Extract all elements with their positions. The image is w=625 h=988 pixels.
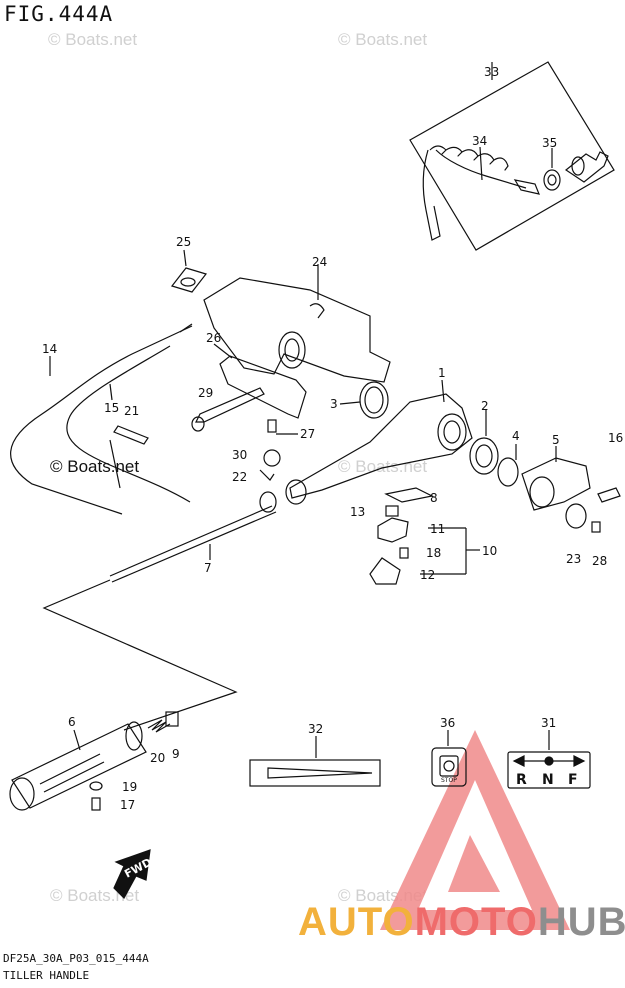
callout-label: 28 [592,554,607,568]
callout-label: 35 [542,136,557,150]
callout-label: 17 [120,798,135,812]
diagram-code: DF25A_30A_P03_015_444A [3,952,149,965]
callout-label: 12 [420,568,435,582]
knob-part [369,557,401,585]
spring-plate [384,487,434,503]
tiller-arm [285,379,473,505]
collar-part [497,444,519,487]
cap-part [263,449,281,467]
stopper-part [377,517,409,543]
washer-part-19 [89,781,103,791]
callout-label: 13 [350,505,365,519]
callout-label: 26 [206,331,221,345]
screw-part-18 [399,547,409,559]
callout-label: 9 [172,747,180,761]
screw-part [267,419,298,435]
callout-label: 25 [176,235,191,249]
brand-triangle-logo [380,730,570,930]
brand-part-1: AUTO [298,900,415,944]
callout-label: 29 [198,386,213,400]
callout-label: 30 [232,448,247,462]
throttle-cable [10,323,193,515]
callout-label: 14 [42,342,57,356]
nut-part [385,505,399,517]
bushing-part [339,381,389,419]
watermark: © Boats.net [48,30,138,49]
callout-label: 16 [608,431,623,445]
shift-f-label: F [568,772,578,788]
callout-label: 36 [440,716,455,730]
tiller-bracket [203,264,391,383]
lanyard-coil [422,145,540,241]
lever-part [521,446,591,511]
stop-label: STOP [441,777,457,784]
screw-part-28 [591,521,601,533]
callout-label: 5 [552,433,560,447]
callout-label: 6 [68,715,76,729]
shift-r-label: R [516,772,527,788]
fwd-arrow-icon: FWD [113,849,154,899]
callout-label: 34 [472,134,487,148]
callout-label: 3 [330,397,338,411]
brand-part-3: HUB [537,900,625,944]
callout-labels: 1 2 3 4 5 6 7 8 9 10 11 12 13 14 15 16 1… [42,65,623,812]
callout-label: 19 [122,780,137,794]
clip-part [259,469,275,481]
washer-part [469,410,499,475]
brand-part-2: MOTO [414,900,538,944]
bolt-part-16 [597,487,621,503]
figure-title: FIG.444A [4,2,114,26]
callout-label: 22 [232,470,247,484]
shift-n-label: N [542,772,554,788]
callout-label: 4 [512,429,520,443]
watermark: © Boats.net [338,30,428,49]
callout-bracket [420,527,480,575]
callout-label: 24 [312,255,327,269]
assembly-guide-line [42,579,238,731]
watermark: © Boats.net [338,457,428,476]
throttle-shaft [109,491,277,583]
callout-label: 8 [430,491,438,505]
lanyard-group-box [409,61,615,251]
cap-part-9 [165,711,179,727]
callout-label: 32 [308,722,323,736]
grommet-part [170,249,208,293]
callout-label: 31 [541,716,556,730]
callout-label: 27 [300,427,315,441]
washer-part-23 [565,503,587,529]
diagram-name: TILLER HANDLE [3,969,90,982]
callout-label: 2 [481,399,489,413]
stop-decal: STOP [431,730,467,787]
stop-switch-part [543,148,609,191]
spring-part [147,719,171,733]
friction-plate [213,343,307,419]
callout-label: 7 [204,561,212,575]
callout-label: 33 [484,65,499,79]
throttle-grip [9,721,147,811]
decal-part [249,736,381,787]
screw-part-17 [91,797,101,811]
callout-label: 10 [482,544,497,558]
callout-label: 1 [438,366,446,380]
callout-label: 15 [104,401,119,415]
callout-label: 18 [426,546,441,560]
callout-label: 23 [566,552,581,566]
pin-part [113,425,149,445]
callout-label: 20 [150,751,165,765]
callout-label: 11 [430,522,445,536]
brand-wordmark: AUTOMOTOHUB [298,900,625,945]
shift-decal: R N F [507,730,591,789]
callout-label: 21 [124,404,139,418]
bolt-part [191,387,265,432]
